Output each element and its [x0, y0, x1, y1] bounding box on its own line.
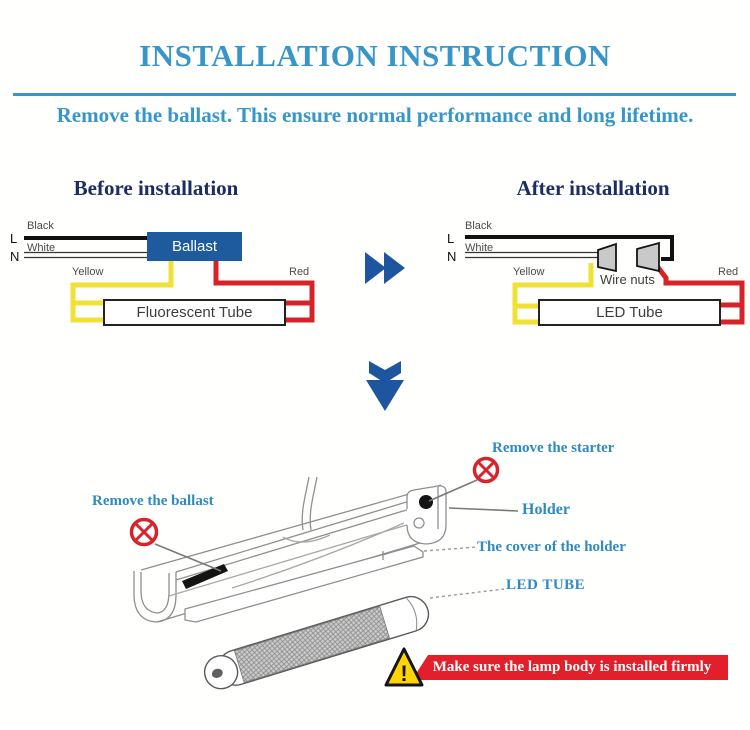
- fixture-top-rail: [175, 489, 447, 573]
- after-red-label: Red: [718, 266, 739, 278]
- fast-forward-icon: [365, 252, 405, 284]
- after-black-label: Black: [465, 220, 492, 232]
- title-divider: [13, 93, 736, 96]
- before-line-l: L: [10, 231, 18, 246]
- before-red-label: Red: [289, 266, 310, 278]
- page-title: INSTALLATION INSTRUCTION: [139, 38, 611, 73]
- ballast-box: Ballast: [147, 232, 242, 261]
- before-line-n: N: [10, 249, 20, 264]
- ballast-leader: [154, 543, 222, 572]
- double-down-arrow-icon: [366, 361, 404, 411]
- fixture-left-cap: [133, 571, 177, 623]
- led-tube-leader: [429, 588, 505, 599]
- before-white-label: White: [27, 242, 56, 254]
- wire-nuts-label: Wire nuts: [600, 272, 655, 287]
- fixture-reflector-curve: [282, 534, 331, 543]
- before-wiring: [24, 236, 315, 323]
- crossed-circle-icon: [472, 456, 500, 484]
- tube-end-pin: [211, 668, 223, 678]
- led-tube-callout: LED TUBE: [506, 577, 586, 593]
- after-wiring: [465, 235, 745, 325]
- fixture-back-edge: [140, 484, 442, 571]
- after-line-l: L: [447, 231, 455, 246]
- yellow-wire: [512, 263, 594, 325]
- before-yellow-label: Yellow: [72, 266, 104, 278]
- remove-ballast-callout: Remove the ballast: [92, 493, 214, 509]
- holder-shape: [406, 485, 447, 545]
- warning-triangle-icon: !: [384, 647, 424, 687]
- after-heading: After installation: [516, 176, 670, 200]
- black-wire: [465, 235, 674, 261]
- holder-callout: Holder: [522, 501, 570, 518]
- before-heading: Before installation: [73, 176, 239, 200]
- power-cord: [301, 476, 318, 531]
- cover-callout: The cover of the holder: [477, 539, 626, 555]
- wire-nut-left: [597, 242, 617, 273]
- ballast-bar: [182, 564, 228, 589]
- fixture-reflector-curve: [231, 522, 405, 589]
- after-line-n: N: [447, 249, 457, 264]
- lamp-fixture-drawing: [133, 476, 447, 623]
- leader-lines: [154, 479, 519, 599]
- crossed-circle-icon: [129, 517, 159, 547]
- exclamation-mark: !: [400, 661, 407, 686]
- holder-leader: [448, 507, 519, 512]
- after-white-label: White: [465, 242, 494, 254]
- starter-dot: [419, 495, 433, 509]
- holder-hole: [413, 517, 425, 529]
- red-wire: [213, 260, 315, 323]
- remove-starter-callout: Remove the starter: [492, 440, 615, 456]
- page-subtitle: Remove the ballast. This ensure normal p…: [56, 103, 694, 127]
- cover-step: [382, 550, 396, 560]
- yellow-wire: [70, 260, 174, 323]
- holder-cover-strip: [184, 545, 424, 623]
- starter-leader: [428, 479, 478, 502]
- before-black-label: Black: [27, 220, 54, 232]
- led-tube-box: LED Tube: [538, 299, 721, 326]
- cover-leader: [423, 546, 478, 552]
- fixture-left-cap-inner: [140, 572, 170, 614]
- led-tube-drawing: [203, 595, 430, 690]
- fluorescent-tube-box: Fluorescent Tube: [103, 299, 286, 326]
- after-yellow-label: Yellow: [513, 266, 545, 278]
- warning-banner: Make sure the lamp body is installed fir…: [412, 655, 728, 680]
- red-wire: [655, 264, 745, 325]
- wire-nut-right: [636, 241, 660, 273]
